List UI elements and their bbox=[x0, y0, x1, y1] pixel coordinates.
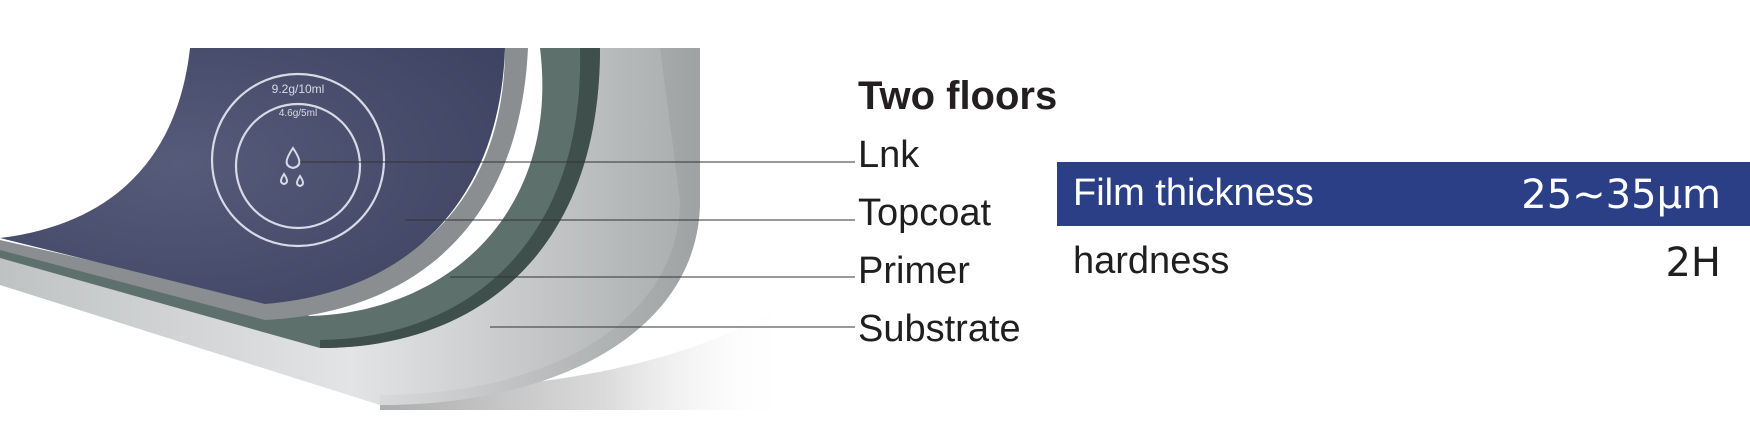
diagram-title: Two floors bbox=[858, 74, 1058, 118]
primer-layer bbox=[0, 48, 600, 348]
pan-shadow bbox=[380, 300, 790, 410]
gauge-outer-text: 9.2g/10ml bbox=[272, 82, 325, 96]
spec-name: hardness bbox=[1073, 240, 1230, 282]
gauge-inner-ring bbox=[234, 102, 362, 230]
layer-label-substrate: Substrate bbox=[858, 308, 1021, 350]
spec-row-film-thickness: Film thickness 25~35μm bbox=[1057, 162, 1750, 226]
layer-label-lnk: Lnk bbox=[858, 134, 920, 176]
spec-value: 2H bbox=[1665, 240, 1721, 286]
spec-row-hardness: hardness 2H bbox=[1057, 230, 1750, 294]
substrate-rim bbox=[380, 48, 700, 405]
substrate-layer bbox=[0, 48, 700, 405]
water-drop-icon bbox=[280, 146, 304, 188]
layer-label-topcoat: Topcoat bbox=[858, 192, 992, 234]
coating-surface bbox=[0, 48, 505, 304]
gauge-inner-text: 4.6g/5ml bbox=[279, 108, 317, 119]
gauge-outer-ring bbox=[210, 72, 386, 248]
layer-label-primer: Primer bbox=[858, 250, 970, 292]
spec-name: Film thickness bbox=[1073, 172, 1314, 214]
spec-value: 25~35μm bbox=[1521, 172, 1721, 218]
